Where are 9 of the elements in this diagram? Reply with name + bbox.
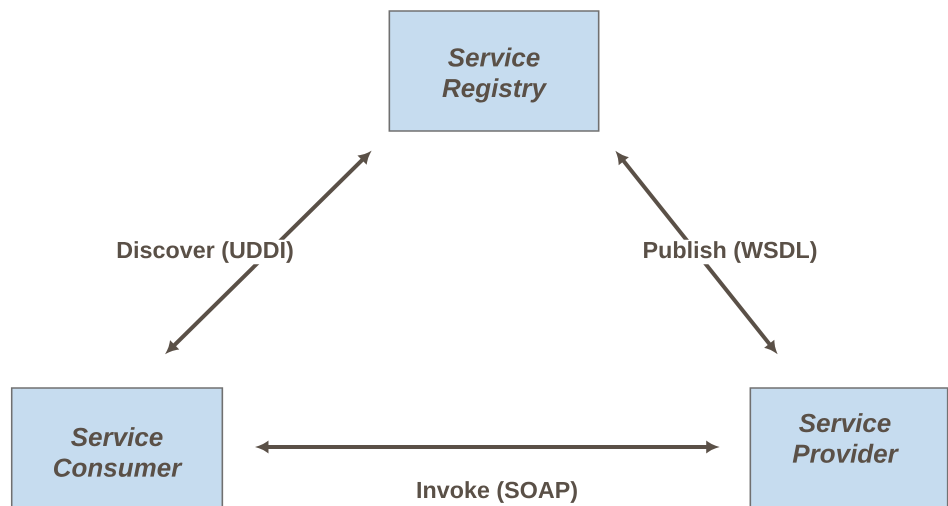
edge-label: Publish (WSDL): [641, 240, 819, 264]
service-box: Service Consumer: [10, 387, 224, 506]
service-box: Service Provider: [750, 387, 948, 506]
edge-label: Invoke (SOAP): [414, 480, 580, 504]
service-box: Service Registry: [388, 10, 600, 132]
double-arrow: [258, 442, 717, 452]
edge-label: Discover (UDDI): [114, 240, 296, 264]
double-arrow: [616, 152, 776, 352]
double-arrow: [166, 152, 370, 353]
